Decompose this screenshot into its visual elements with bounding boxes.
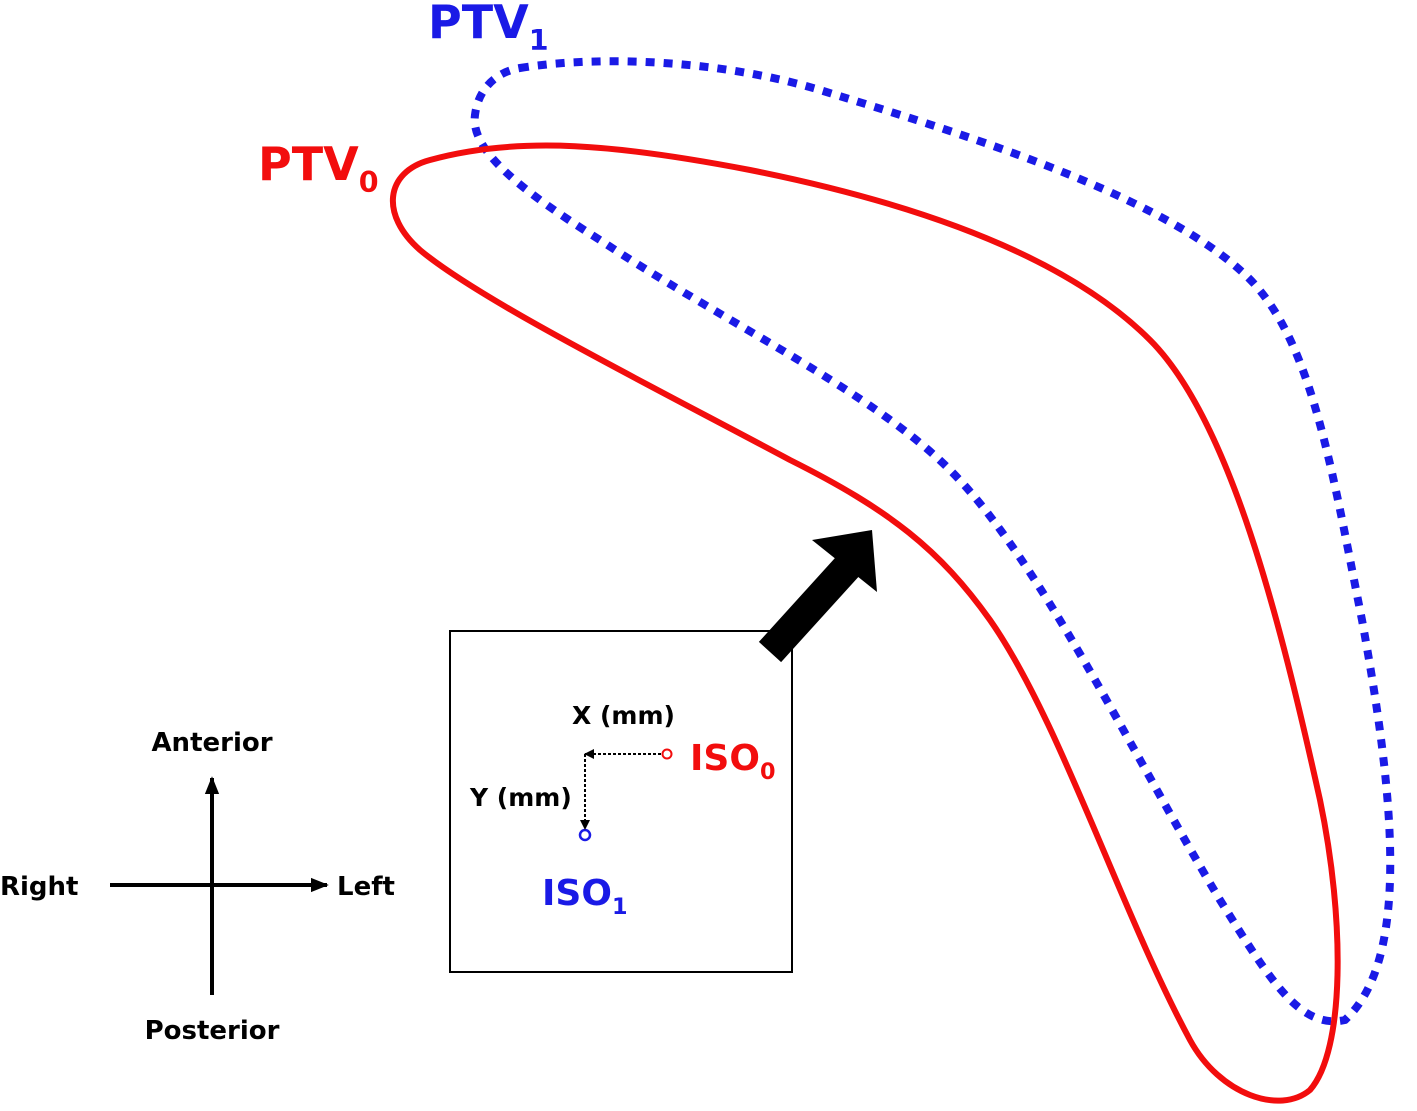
zoom-arrow-head xyxy=(812,530,877,592)
compass-anterior-label: Anterior xyxy=(151,728,272,758)
x-axis-label: X (mm) xyxy=(572,701,675,730)
inset-box xyxy=(449,630,793,973)
ptv1-contour xyxy=(470,57,1395,1026)
ptv0-contour xyxy=(390,142,1341,1104)
y-axis-label: Y (mm) xyxy=(469,783,572,812)
iso0-label: ISO0 xyxy=(690,738,775,785)
ptv0-label: PTV0 xyxy=(258,137,379,199)
iso1-label: ISO1 xyxy=(542,873,627,920)
zoom-arrow xyxy=(758,544,870,663)
iso1-marker xyxy=(578,828,592,842)
compass-posterior-label: Posterior xyxy=(145,1016,280,1046)
iso0-marker xyxy=(661,748,673,760)
compass-right-label: Right xyxy=(0,872,78,902)
ptv1-label: PTV1 xyxy=(428,0,549,57)
compass-left-label: Left xyxy=(337,872,395,902)
